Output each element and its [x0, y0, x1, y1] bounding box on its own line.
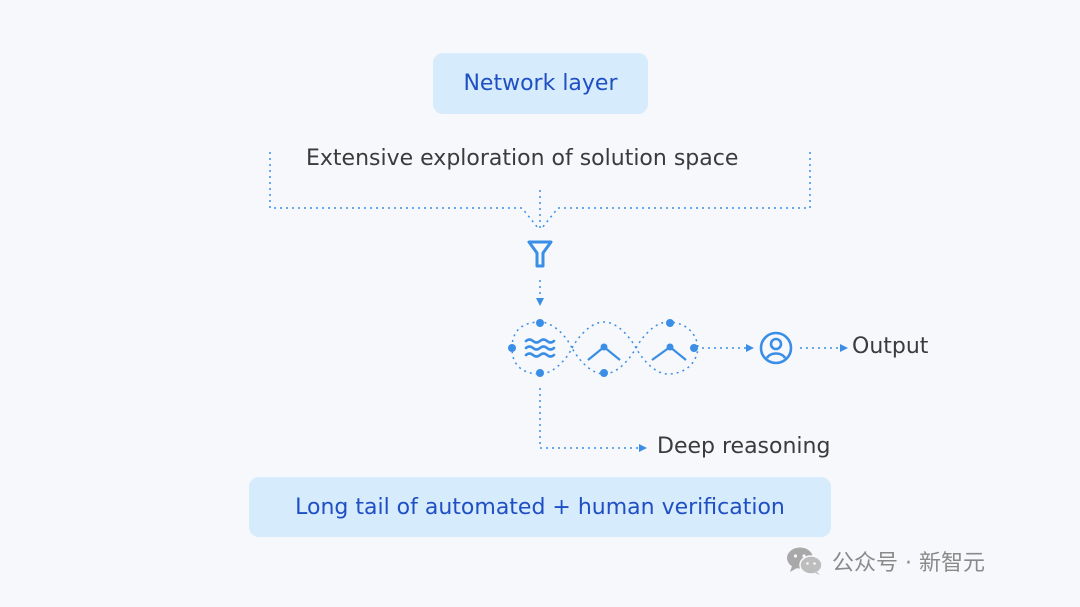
network-layer-box: Network layer [433, 53, 648, 114]
output-label: Output [852, 334, 929, 359]
peak-icon [651, 343, 687, 361]
deep-reasoning-label: Deep reasoning [657, 434, 831, 459]
peak-icon [587, 343, 621, 361]
waves-icon [524, 338, 556, 358]
watermark-text: 公众号 · 新智元 [832, 551, 985, 576]
verification-box: Long tail of automated + human verificat… [249, 477, 831, 537]
user-circle-icon [759, 331, 793, 365]
reasoning-loop [511, 321, 699, 375]
loop-nodes [508, 319, 698, 377]
deep-reasoning-arrow [539, 388, 647, 452]
verification-label: Long tail of automated + human verificat… [295, 494, 785, 520]
watermark: 公众号 · 新智元 [786, 545, 985, 577]
exploration-bracket [269, 152, 811, 232]
funnel-icon [527, 240, 553, 268]
wechat-icon [787, 547, 823, 575]
network-layer-label: Network layer [463, 71, 618, 96]
exploration-label: Extensive exploration of solution space [306, 146, 739, 171]
